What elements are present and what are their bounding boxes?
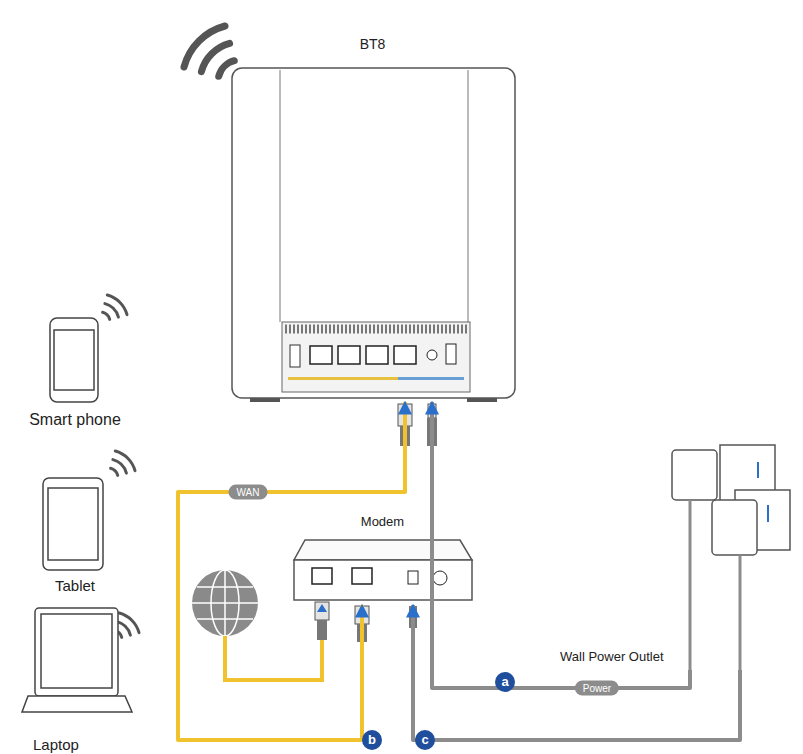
cable-label: WAN [229, 485, 268, 500]
power-plug [409, 606, 417, 628]
device-node: Laptop [20, 605, 145, 754]
power-cable [689, 500, 692, 670]
socket-pin [767, 505, 769, 522]
wifi-arc [113, 460, 127, 474]
node-label: BT8 [225, 36, 520, 52]
router-body [232, 68, 515, 398]
port-strip [288, 377, 398, 380]
ethernet-plug [398, 404, 412, 426]
ethernet-plug [355, 606, 369, 624]
tablet-body [43, 478, 103, 570]
router-edge [280, 70, 281, 322]
cable-label: Power [575, 681, 619, 696]
ethernet-plug [400, 426, 410, 446]
port-strip [398, 377, 464, 380]
modem-port [352, 568, 372, 584]
callout-number: c [415, 730, 435, 750]
wifi-arc [184, 26, 225, 67]
device-node: Tablet [30, 475, 120, 597]
port-panel [282, 322, 470, 392]
node-label: Tablet [30, 577, 120, 594]
power-plug [428, 404, 436, 418]
cable-connector [413, 605, 740, 740]
ethernet-plug [357, 624, 367, 642]
ethernet-plug [315, 602, 329, 620]
power-plug [427, 418, 437, 446]
wifi-arc [115, 451, 135, 471]
node-label: Wall Power Outlet [560, 649, 700, 664]
wifi-arc [119, 613, 139, 633]
callout-number: b [362, 730, 382, 750]
router-edge [468, 70, 469, 322]
wifi-arc [201, 43, 229, 71]
power-adapter [672, 450, 717, 500]
outlet-drawing [672, 445, 790, 670]
power-jack [427, 350, 437, 360]
wifi-symbol [103, 295, 139, 637]
device-drawing [22, 318, 132, 712]
modem-drawing [294, 540, 472, 642]
wifi-arc [219, 61, 235, 77]
modem-port [312, 568, 332, 584]
globe [192, 570, 258, 636]
socket-pin [757, 462, 759, 478]
wifi-symbol [184, 26, 234, 76]
phone-body [50, 318, 98, 402]
router-drawing [232, 68, 515, 446]
node-label: Laptop [33, 736, 133, 753]
wifi-arc [111, 468, 118, 475]
ethernet-plug [317, 620, 327, 640]
callout-number: a [495, 672, 515, 692]
modem-front [294, 560, 472, 600]
modem-button [433, 571, 447, 585]
modem-top [294, 540, 472, 560]
wifi-arc [105, 304, 119, 318]
wan-port [394, 346, 416, 364]
power-adapter [712, 500, 757, 555]
globe-line [192, 602, 258, 604]
internet-cable [225, 636, 322, 680]
power-cable [739, 555, 742, 670]
laptop-lid [35, 608, 118, 696]
power-switch [446, 344, 456, 364]
usb-port [290, 345, 300, 367]
tablet-screen [48, 488, 98, 560]
globe-line [197, 618, 253, 620]
router-foot [467, 398, 497, 402]
lan-port [338, 346, 360, 364]
wifi-arc [103, 312, 110, 319]
plug-arrow [317, 604, 327, 612]
node-label: Modem [290, 514, 475, 529]
lan-port [310, 346, 332, 364]
wifi-arc [117, 622, 130, 636]
router-foot [250, 398, 280, 402]
outlet-node: Wall Power Outlet [555, 435, 790, 670]
lan-port [366, 346, 388, 364]
vent-grille [285, 325, 467, 334]
wifi-arc [107, 295, 127, 315]
node-label: Smart phone [10, 411, 140, 429]
laptop-base [22, 696, 132, 712]
globe-line [197, 586, 253, 588]
laptop-screen [41, 614, 112, 688]
modem-power-jack [408, 571, 418, 584]
cable-connector [178, 402, 405, 740]
router-node: BT8 [225, 30, 520, 402]
modem-node: Modem [290, 512, 475, 605]
cable-connector [432, 402, 690, 688]
phone-screen [54, 330, 94, 390]
device-node: Smart phone [10, 315, 140, 435]
